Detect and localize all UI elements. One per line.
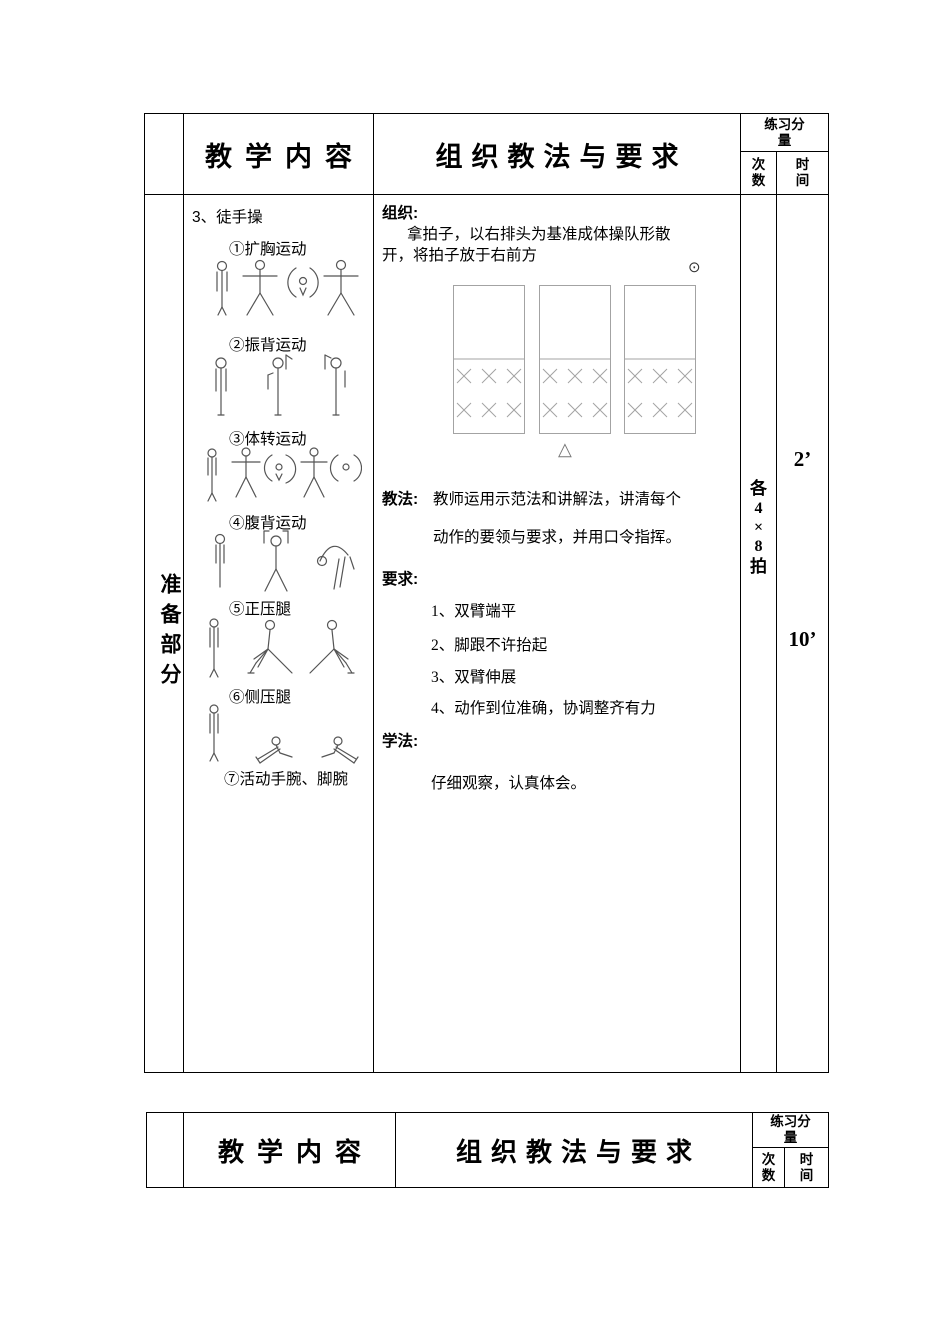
header2-organization-method-label: 组织教法与要求	[455, 1136, 701, 1167]
header-practice-load: 练习分量	[740, 113, 829, 152]
teacher-position-symbol: ⊙	[688, 259, 701, 276]
exercise-label-5: ⑤正压腿	[229, 601, 292, 618]
teach-line1: 教师运用示范法和讲解法，讲清每个	[433, 491, 682, 508]
learn-text: 仔细观察，认真体会。	[431, 775, 587, 792]
duration-2: 10’	[788, 627, 817, 651]
section-label: 准备部分	[158, 573, 181, 693]
header2-time: 时间	[784, 1147, 829, 1188]
header-times-label: 次数	[751, 157, 766, 188]
header2-empty-cell	[146, 1112, 184, 1188]
header2-times: 次数	[752, 1147, 785, 1188]
stick-figures-chest-expansion	[216, 259, 359, 316]
stick-figures-side-leg-press-and-wrist-ankle	[209, 704, 359, 764]
teach-label: 教法:	[382, 491, 419, 508]
requirement-item: 1、双臂端平	[431, 601, 516, 622]
times-char: ×	[753, 519, 764, 536]
header-organization-method-label: 组织教法与要求	[435, 141, 688, 172]
header-empty-cell	[144, 113, 184, 195]
header2-times-label: 次数	[761, 1151, 776, 1183]
header-practice-load-label: 练习分量	[764, 116, 805, 148]
method-cell: 组织: 拿拍子，以右排头为基准成体操队形散 开，将拍子放于右前方 ⊙ △ 教法:…	[373, 194, 741, 1073]
requirement-num: 4、	[431, 700, 455, 717]
requirement-text: 双臂端平	[454, 603, 517, 620]
content-cell: 3、徒手操 ①扩胸运动 ②振背运动 ③体转运动	[183, 194, 374, 1073]
times-value: 各 4 × 8 拍	[741, 479, 776, 577]
req-label: 要求:	[382, 571, 419, 588]
exercise-label-7: ⑦活动手腕、脚腕	[224, 771, 349, 788]
exercise-label-3: ③体转运动	[229, 431, 307, 448]
requirement-text: 脚跟不许抬起	[454, 637, 548, 654]
exercise-label-2: ②振背运动	[229, 337, 307, 354]
times-char: 4	[754, 500, 763, 517]
stick-figures-front-leg-press	[209, 618, 355, 678]
learn-label: 学法:	[382, 733, 419, 750]
header2-organization-method: 组织教法与要求	[395, 1112, 753, 1188]
org-line2: 开，将拍子放于右前方	[382, 247, 538, 264]
formation-courts-diagram	[453, 285, 696, 434]
duration-1: 2’	[793, 447, 812, 471]
time-cell: 2’ 10’	[776, 194, 829, 1073]
requirement-item: 4、动作到位准确，协调整齐有力	[431, 698, 656, 719]
exercise-label-1: ①扩胸运动	[229, 241, 307, 258]
stick-figures-abdomen-back	[214, 530, 355, 592]
stick-figures-body-turn	[207, 447, 362, 502]
header-teaching-content: 教学内容	[183, 113, 374, 195]
exercise-label-6: ⑥侧压腿	[229, 689, 292, 706]
instructor-triangle-symbol: △	[558, 439, 572, 459]
times-char: 拍	[750, 557, 767, 576]
times-cell: 各 4 × 8 拍	[740, 194, 777, 1073]
teach-line2: 动作的要领与要求，并用口令指挥。	[433, 529, 682, 546]
requirement-text: 双臂伸展	[454, 669, 517, 686]
exercise-label-4: ④腹背运动	[229, 515, 307, 532]
header2-teaching-content: 教学内容	[183, 1112, 396, 1188]
header2-practice-load: 练习分量	[752, 1112, 829, 1148]
times-char: 8	[754, 538, 763, 555]
content-title: 3、徒手操	[192, 209, 263, 226]
requirement-num: 3、	[431, 669, 455, 686]
times-char: 各	[750, 479, 767, 498]
requirement-item: 3、双臂伸展	[431, 667, 516, 688]
header2-practice-load-label: 练习分量	[770, 1114, 811, 1145]
requirement-item: 2、脚跟不许抬起	[431, 635, 547, 656]
header2-time-label: 时间	[799, 1151, 814, 1183]
stick-figures-back-swing	[215, 354, 346, 416]
header2-teaching-content-label: 教学内容	[217, 1136, 374, 1167]
header-times: 次数	[740, 151, 777, 195]
requirement-num: 2、	[431, 637, 455, 654]
org-line1: 拿拍子，以右排头为基准成体操队形散	[407, 226, 671, 243]
section-cell: 准备部分	[144, 194, 184, 1073]
header-organization-method: 组织教法与要求	[373, 113, 741, 195]
header-time: 时间	[776, 151, 829, 195]
requirement-text: 动作到位准确，协调整齐有力	[454, 700, 656, 717]
org-label: 组织:	[382, 205, 419, 222]
requirement-num: 1、	[431, 603, 455, 620]
header-time-label: 时间	[795, 157, 810, 188]
header-teaching-content-label: 教学内容	[205, 141, 365, 172]
